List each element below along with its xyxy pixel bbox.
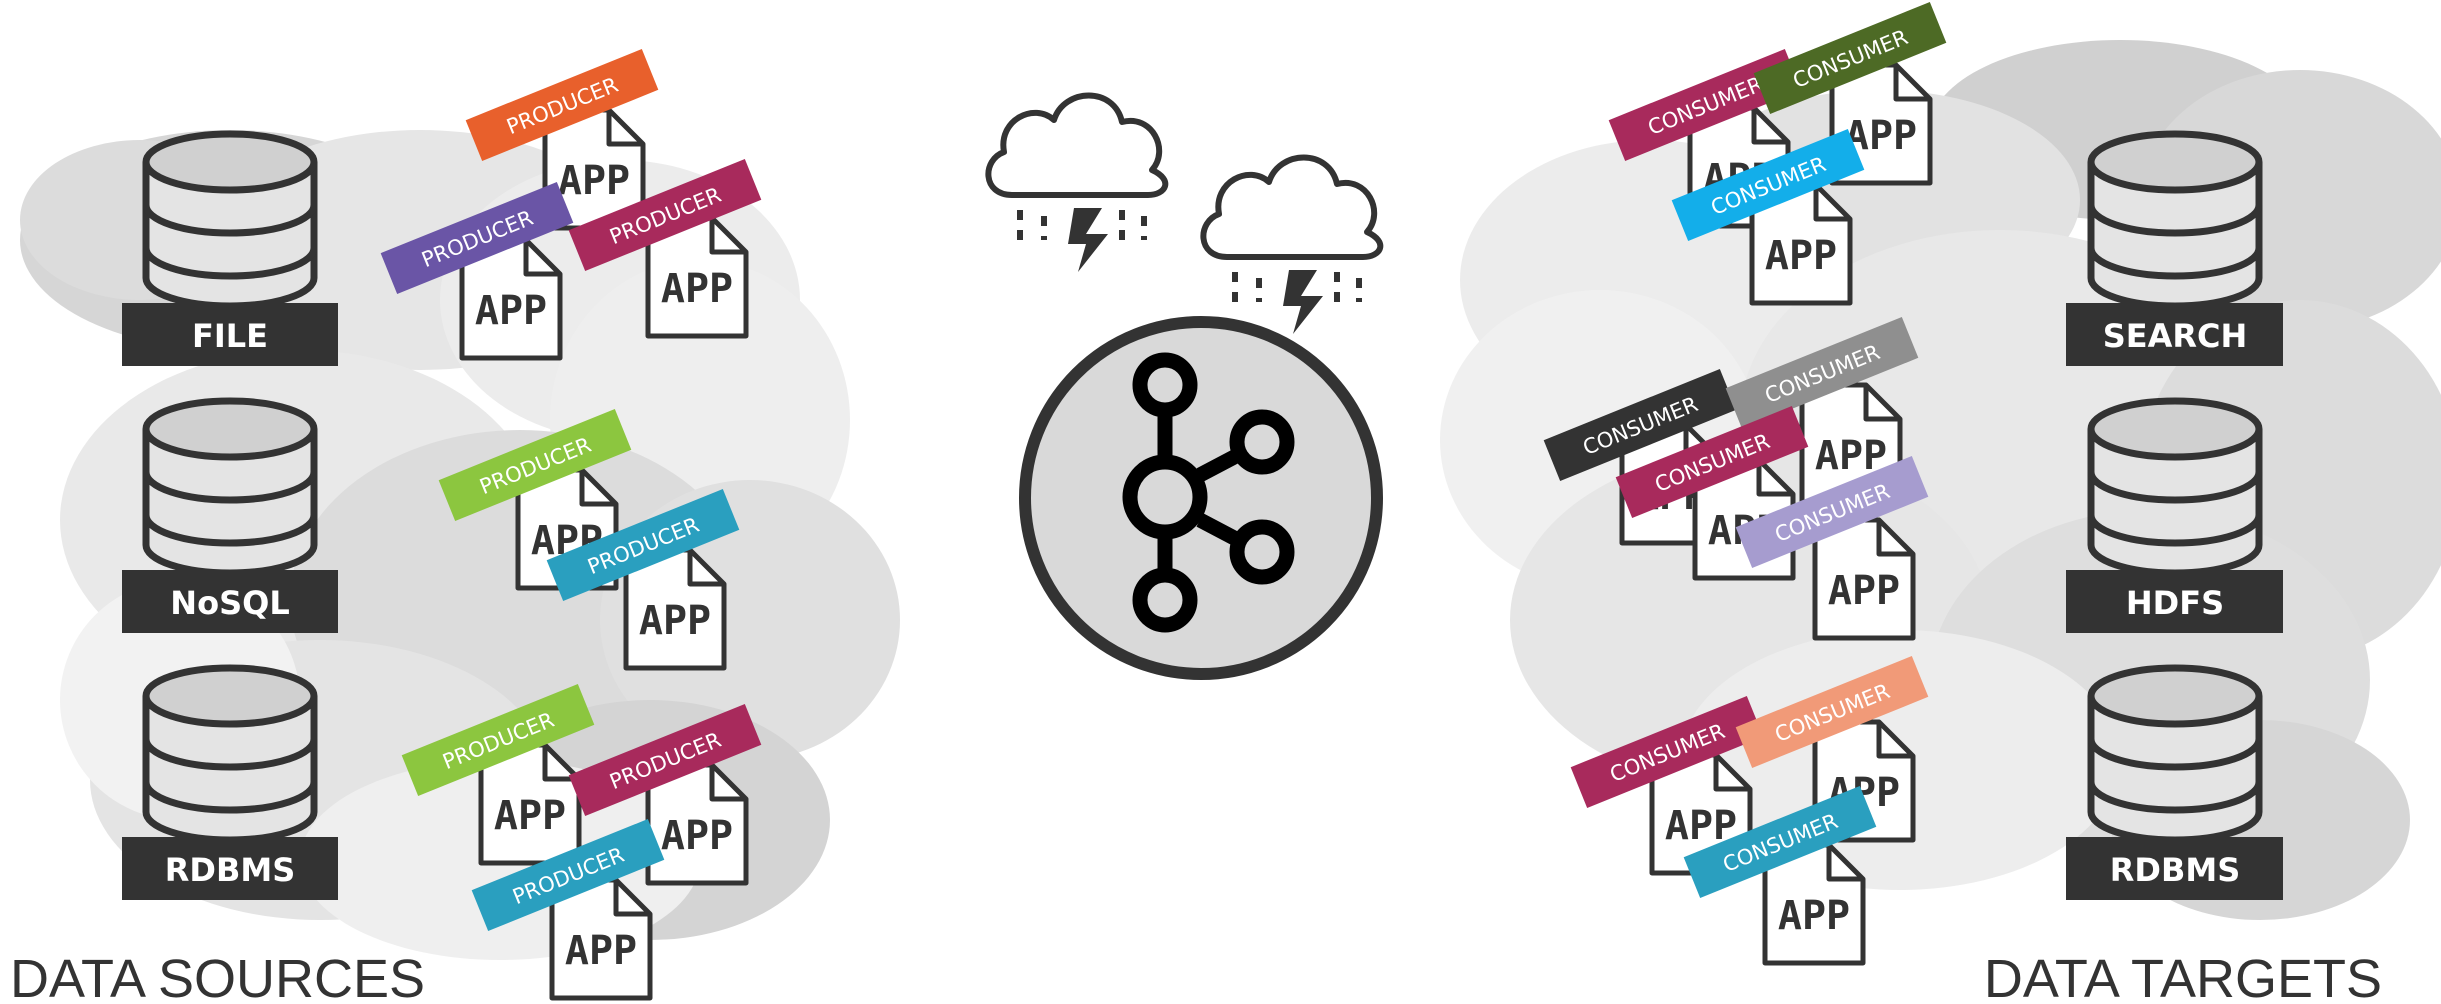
database-icon [2091, 134, 2259, 306]
app-label: APP [475, 288, 547, 334]
database-label: FILE [192, 317, 268, 355]
database-label: HDFS [2126, 584, 2224, 622]
database-label: RDBMS [165, 851, 295, 889]
target-database-search: SEARCH [2066, 134, 2283, 366]
app-label: APP [1778, 893, 1850, 939]
database-icon [146, 401, 314, 573]
data-targets-label: DATA TARGETS [1984, 949, 2382, 1004]
storm-cloud-icon [1203, 158, 1380, 335]
database-icon [2091, 668, 2259, 840]
app-label: APP [494, 793, 566, 839]
database-label: SEARCH [2103, 317, 2248, 355]
database-icon [2091, 401, 2259, 573]
app-label: APP [661, 266, 733, 312]
kafka-hub [1025, 322, 1377, 674]
database-label: RDBMS [2110, 851, 2240, 889]
app-label: APP [1828, 568, 1900, 614]
data-sources-label: DATA SOURCES [10, 949, 425, 1004]
target-database-hdfs: HDFS [2066, 401, 2283, 633]
database-label: NoSQL [170, 584, 289, 622]
database-icon [146, 668, 314, 840]
target-database-rdbms: RDBMS [2066, 668, 2283, 900]
storm-cloud-icon [988, 96, 1165, 273]
app-label: APP [558, 158, 630, 204]
app-label: APP [565, 928, 637, 974]
source-database-file: FILE [122, 134, 338, 366]
app-label: APP [639, 598, 711, 644]
source-database-rdbms: RDBMS [122, 668, 338, 900]
database-icon [146, 134, 314, 306]
source-database-nosql: NoSQL [122, 401, 338, 633]
app-label: APP [661, 813, 733, 859]
app-label: APP [1765, 233, 1837, 279]
